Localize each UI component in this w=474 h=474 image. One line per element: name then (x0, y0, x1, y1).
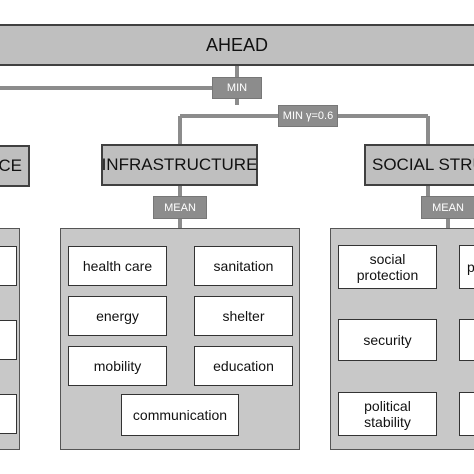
item-education-label: education (213, 358, 274, 374)
operator-infra-mean-label: MEAN (164, 201, 196, 214)
item-social-right-2 (459, 319, 474, 361)
item-sanitation: sanitation (194, 246, 293, 286)
category-infrastructure: INFRASTRUCTURE (101, 144, 258, 186)
category-left-partial: CE (0, 145, 30, 187)
item-social-right-1-label: p (467, 259, 474, 275)
left-item-2 (0, 320, 17, 360)
item-sanitation-label: sanitation (213, 258, 274, 274)
item-communication: communication (121, 394, 239, 436)
item-political-stability: political stability (338, 392, 437, 436)
category-left-partial-label: CE (0, 156, 22, 175)
item-social-protection-label: social protection (356, 251, 419, 283)
item-shelter-label: shelter (222, 308, 265, 324)
root-node: AHEAD (0, 24, 474, 66)
operator-social-mean: MEAN (421, 196, 474, 219)
item-social-protection: social protection (338, 245, 437, 289)
item-social-right-1: p (459, 245, 474, 289)
root-label: AHEAD (205, 34, 268, 55)
item-political-stability-label: political stability (364, 398, 411, 430)
operator-min-gamma-label: MIN γ=0.6 (282, 110, 334, 122)
operator-min-gamma: MIN γ=0.6 (278, 105, 338, 127)
item-energy-label: energy (96, 308, 139, 324)
left-item-1 (0, 246, 17, 286)
item-security-label: security (363, 332, 412, 348)
operator-min: MIN (212, 77, 262, 99)
operator-min-label: MIN (226, 82, 248, 94)
item-education: education (194, 346, 293, 386)
item-communication-label: communication (132, 407, 228, 423)
operator-social-mean-label: MEAN (432, 201, 464, 214)
item-security: security (338, 319, 437, 361)
item-social-right-3 (459, 392, 474, 436)
category-social: SOCIAL STRU (364, 144, 474, 186)
item-health-care: health care (68, 246, 167, 286)
item-health-care-label: health care (82, 258, 153, 274)
category-infrastructure-label: INFRASTRUCTURE (101, 155, 258, 174)
item-mobility: mobility (68, 346, 167, 386)
left-item-3 (0, 394, 17, 434)
item-mobility-label: mobility (93, 358, 142, 374)
item-shelter: shelter (194, 296, 293, 336)
item-energy: energy (68, 296, 167, 336)
category-social-label: SOCIAL STRU (372, 155, 474, 174)
operator-infra-mean: MEAN (153, 196, 207, 219)
